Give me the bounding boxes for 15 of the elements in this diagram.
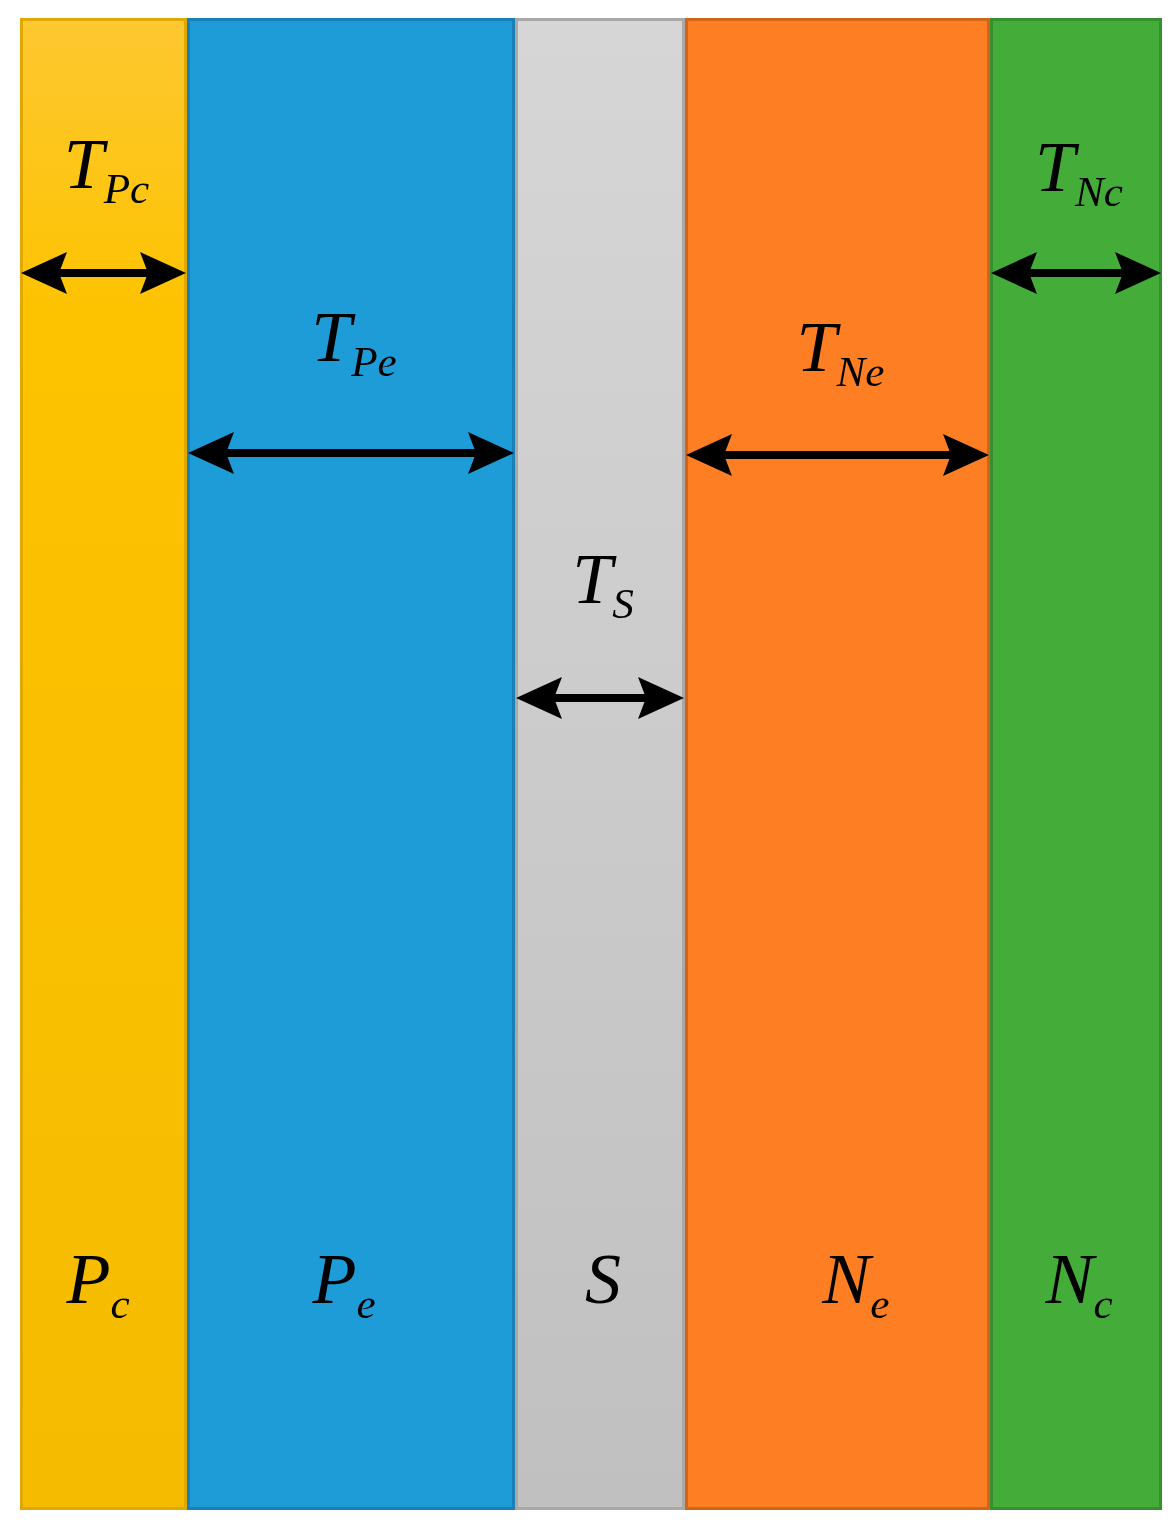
dimension-label: T$_{Pe}$ — [311, 301, 397, 384]
layer-band — [187, 18, 515, 1510]
layer-label: S — [585, 1243, 621, 1315]
layer-label: P$_{c}$ — [66, 1243, 130, 1326]
dimension-label: T$_{S}$ — [572, 543, 634, 626]
layer-label: N$_{c}$ — [1045, 1243, 1113, 1326]
layer-label: P$_{e}$ — [312, 1243, 376, 1326]
layer-band — [990, 18, 1162, 1510]
layer-band — [685, 18, 990, 1510]
dimension-label: T$_{Nc}$ — [1035, 131, 1123, 214]
layer-label: N$_{e}$ — [822, 1243, 890, 1326]
dimension-label: T$_{Pc}$ — [63, 128, 150, 211]
dimension-label: T$_{Ne}$ — [796, 311, 885, 394]
layer-band — [20, 18, 187, 1510]
layer-band — [515, 18, 685, 1510]
